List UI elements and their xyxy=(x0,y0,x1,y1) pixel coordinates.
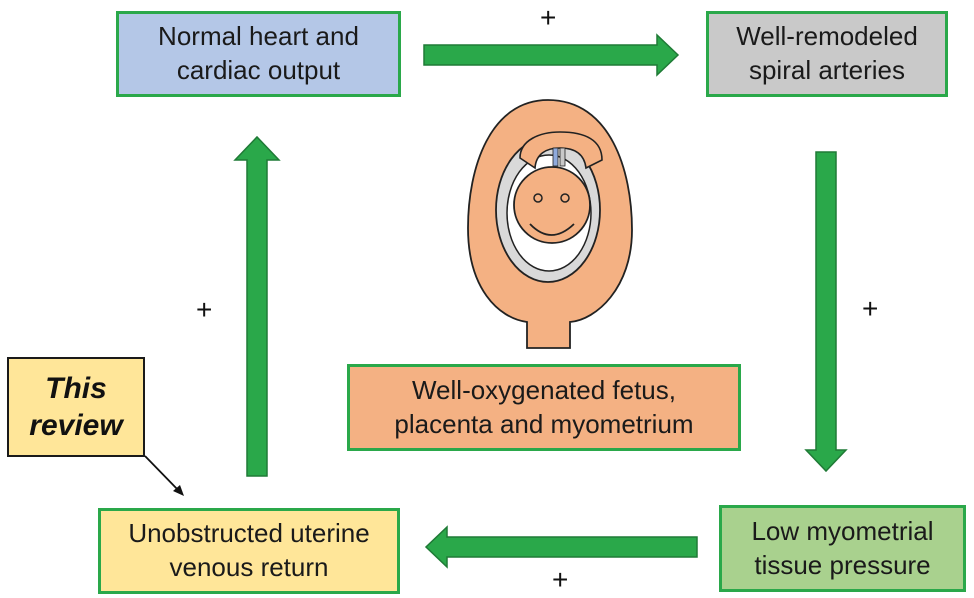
arrow-spiral-to-pressure xyxy=(804,151,848,473)
box-spiral-arteries-label: Well-remodeled spiral arteries xyxy=(736,21,918,85)
callout-line-1: This xyxy=(45,371,107,405)
umbilical-vessel-red xyxy=(559,147,566,167)
plus-sign-bottom: + xyxy=(552,564,569,595)
arrow-heart-to-spiral xyxy=(423,33,680,77)
placenta xyxy=(519,131,603,170)
fetus-face xyxy=(513,166,591,244)
arrow-pressure-to-venous xyxy=(424,525,698,569)
box-oxygenated-fetus-label: Well-oxygenated fetus, placenta and myom… xyxy=(394,374,694,439)
box-oxygenated-fetus: Well-oxygenated fetus, placenta and myom… xyxy=(347,364,741,451)
box-venous-return: Unobstructed uterine venous return xyxy=(98,508,400,594)
box-venous-return-label: Unobstructed uterine venous return xyxy=(128,518,370,582)
fetus-smile xyxy=(529,223,575,236)
fetus-eye-right xyxy=(560,193,570,203)
box-myometrial-pressure-label: Low myometrial tissue pressure xyxy=(751,515,934,580)
callout-line-2: review xyxy=(29,409,123,442)
uterus-illustration xyxy=(467,99,633,349)
plus-sign-right: + xyxy=(862,293,879,324)
callout-pointer xyxy=(144,455,181,493)
plus-sign-left: + xyxy=(196,294,213,325)
plus-sign-top: + xyxy=(540,2,557,33)
box-normal-heart: Normal heart and cardiac output xyxy=(116,11,401,97)
fetus-eye-left xyxy=(533,193,543,203)
box-normal-heart-label: Normal heart and cardiac output xyxy=(158,21,359,85)
box-spiral-arteries: Well-remodeled spiral arteries xyxy=(706,11,948,97)
box-myometrial-pressure: Low myometrial tissue pressure xyxy=(719,505,966,592)
arrow-venous-to-heart xyxy=(233,135,281,477)
this-review-callout: This review xyxy=(7,357,145,457)
umbilical-vessel-blue xyxy=(552,147,559,167)
